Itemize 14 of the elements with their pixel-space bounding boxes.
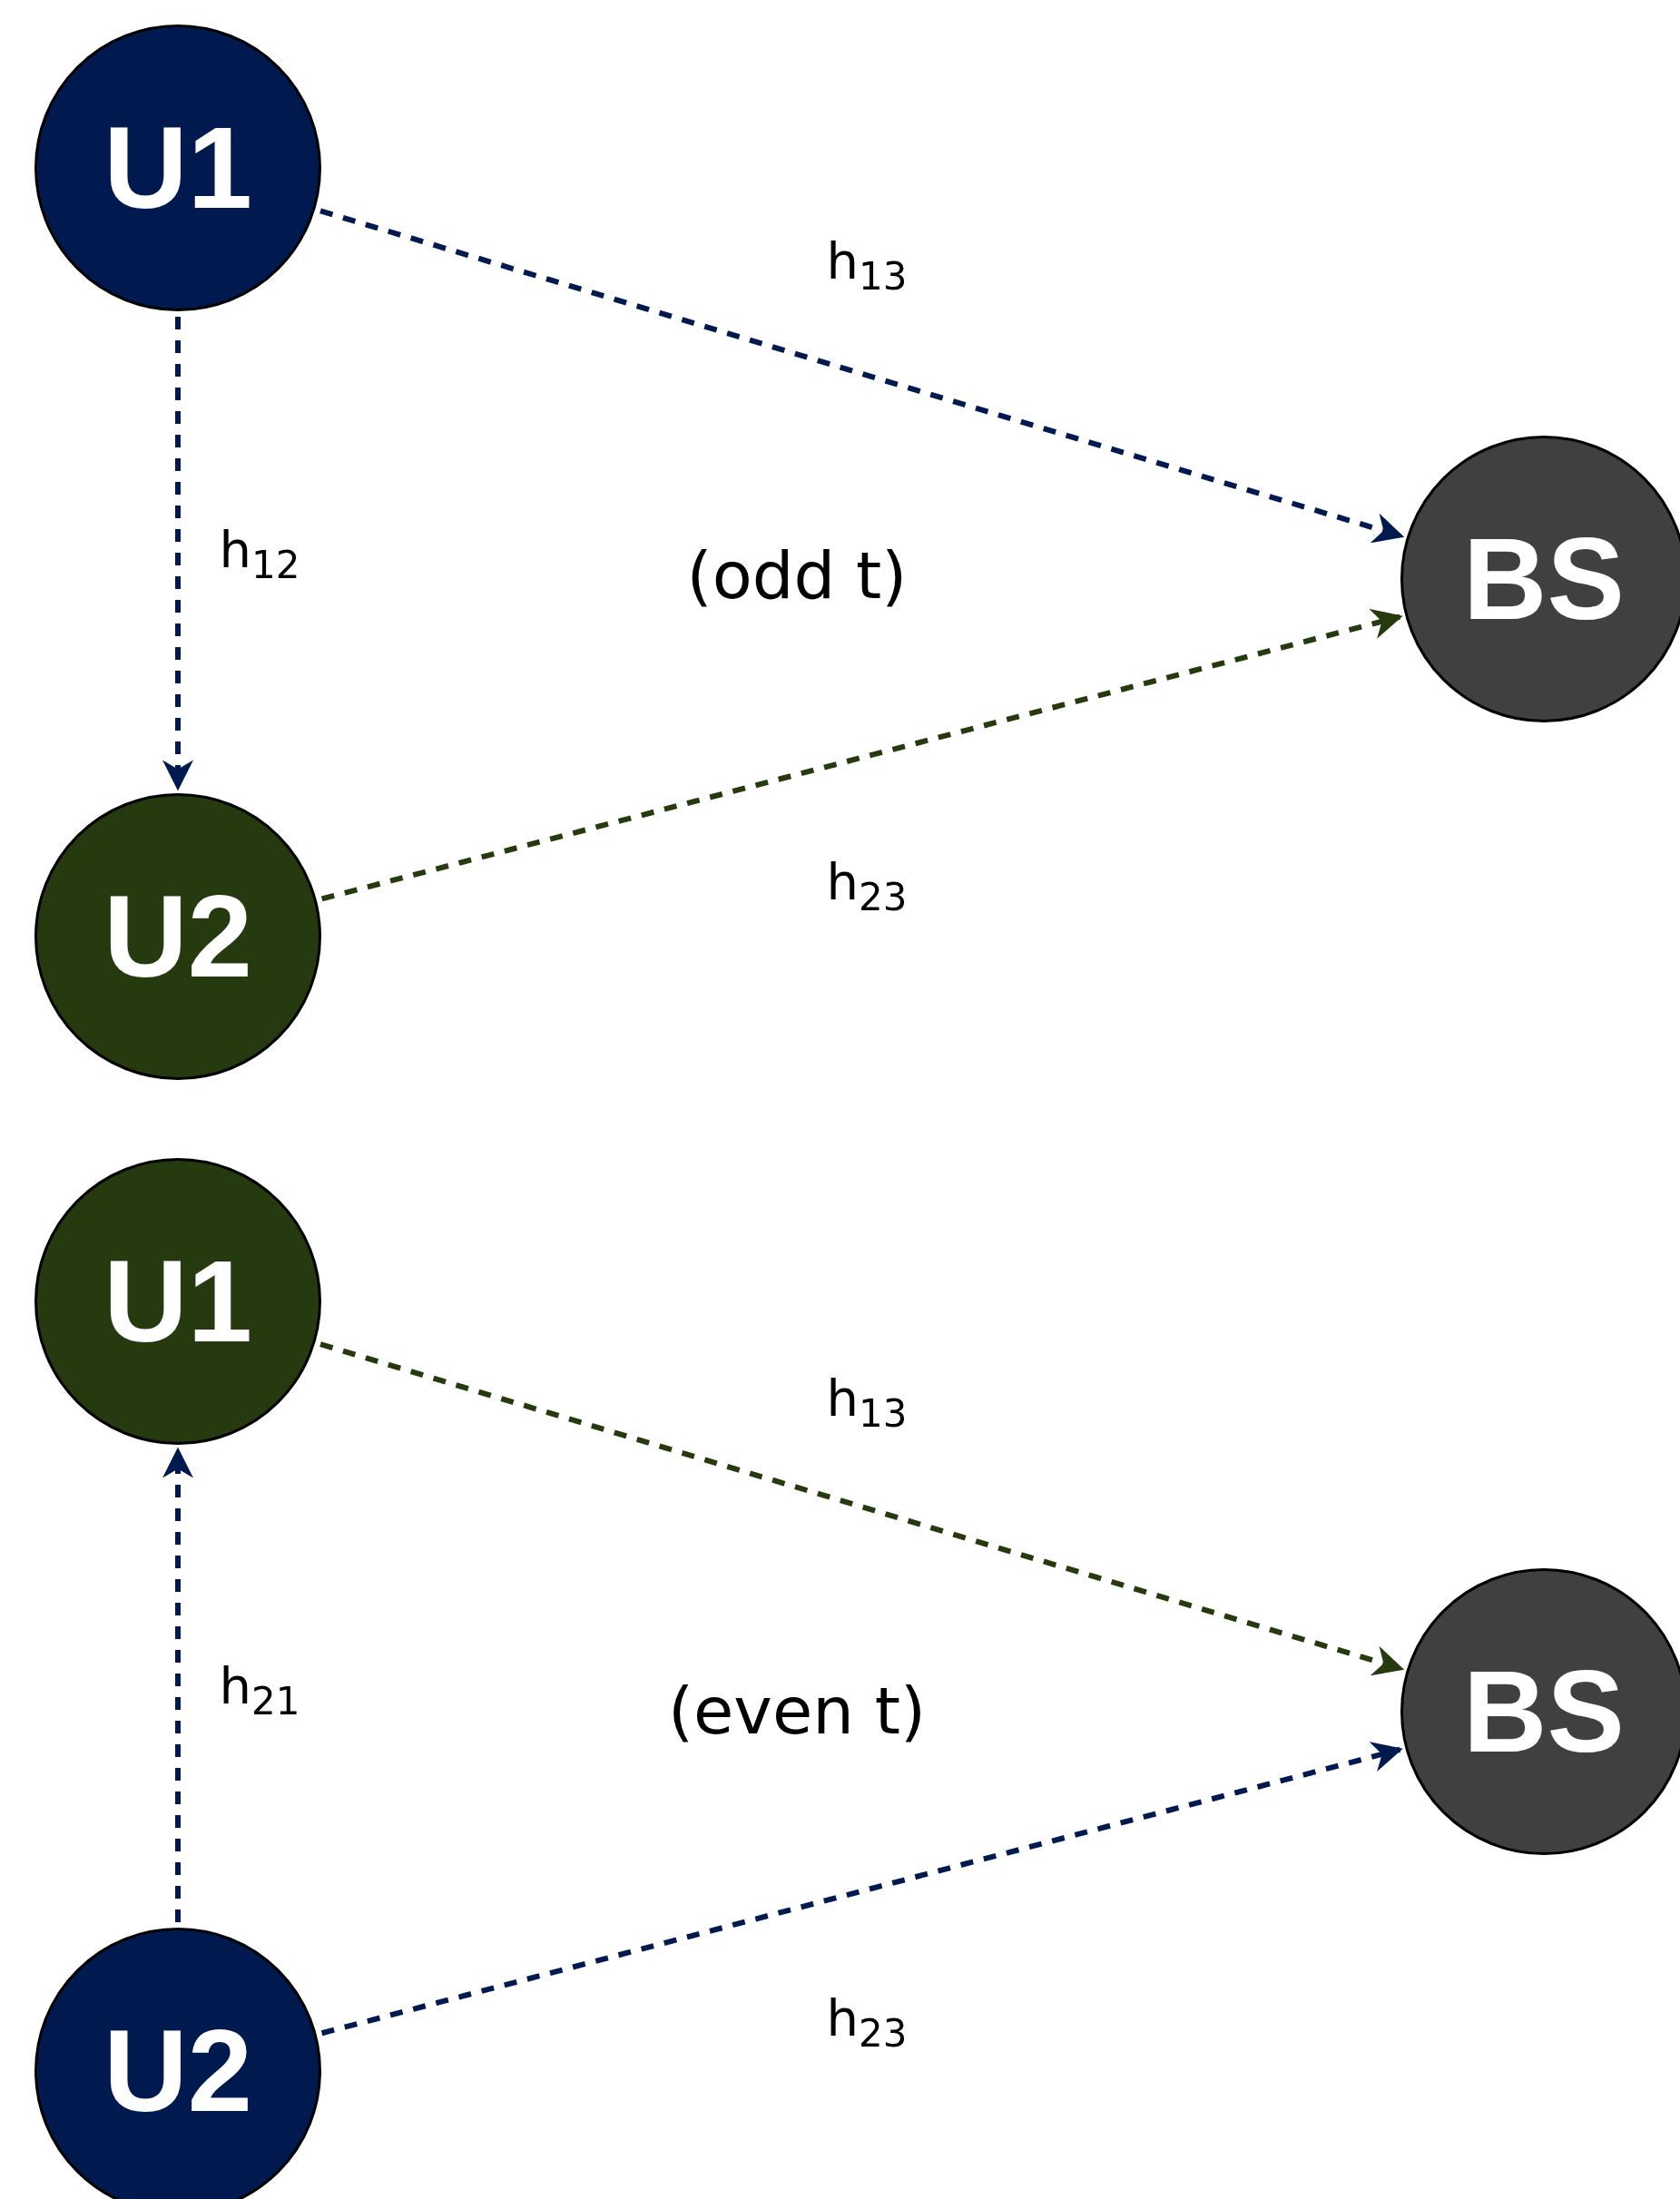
dashed-arrow — [162, 317, 193, 791]
phase-label: (odd t) — [686, 537, 908, 614]
dashed-arrow — [319, 1341, 1405, 1676]
node-label: U1 — [103, 110, 252, 226]
phase-label: (even t) — [667, 1673, 927, 1749]
dashed-arrow — [162, 1447, 193, 1922]
dashed-arrow — [320, 1742, 1403, 2037]
node-label: BS — [1463, 1654, 1625, 1770]
node-label: U1 — [103, 1243, 252, 1360]
dashed-arrow — [320, 608, 1403, 902]
node-label: U2 — [103, 879, 252, 995]
node-label: U2 — [103, 2013, 252, 2129]
node-label: BS — [1463, 521, 1625, 637]
dashed-arrow — [319, 208, 1405, 544]
